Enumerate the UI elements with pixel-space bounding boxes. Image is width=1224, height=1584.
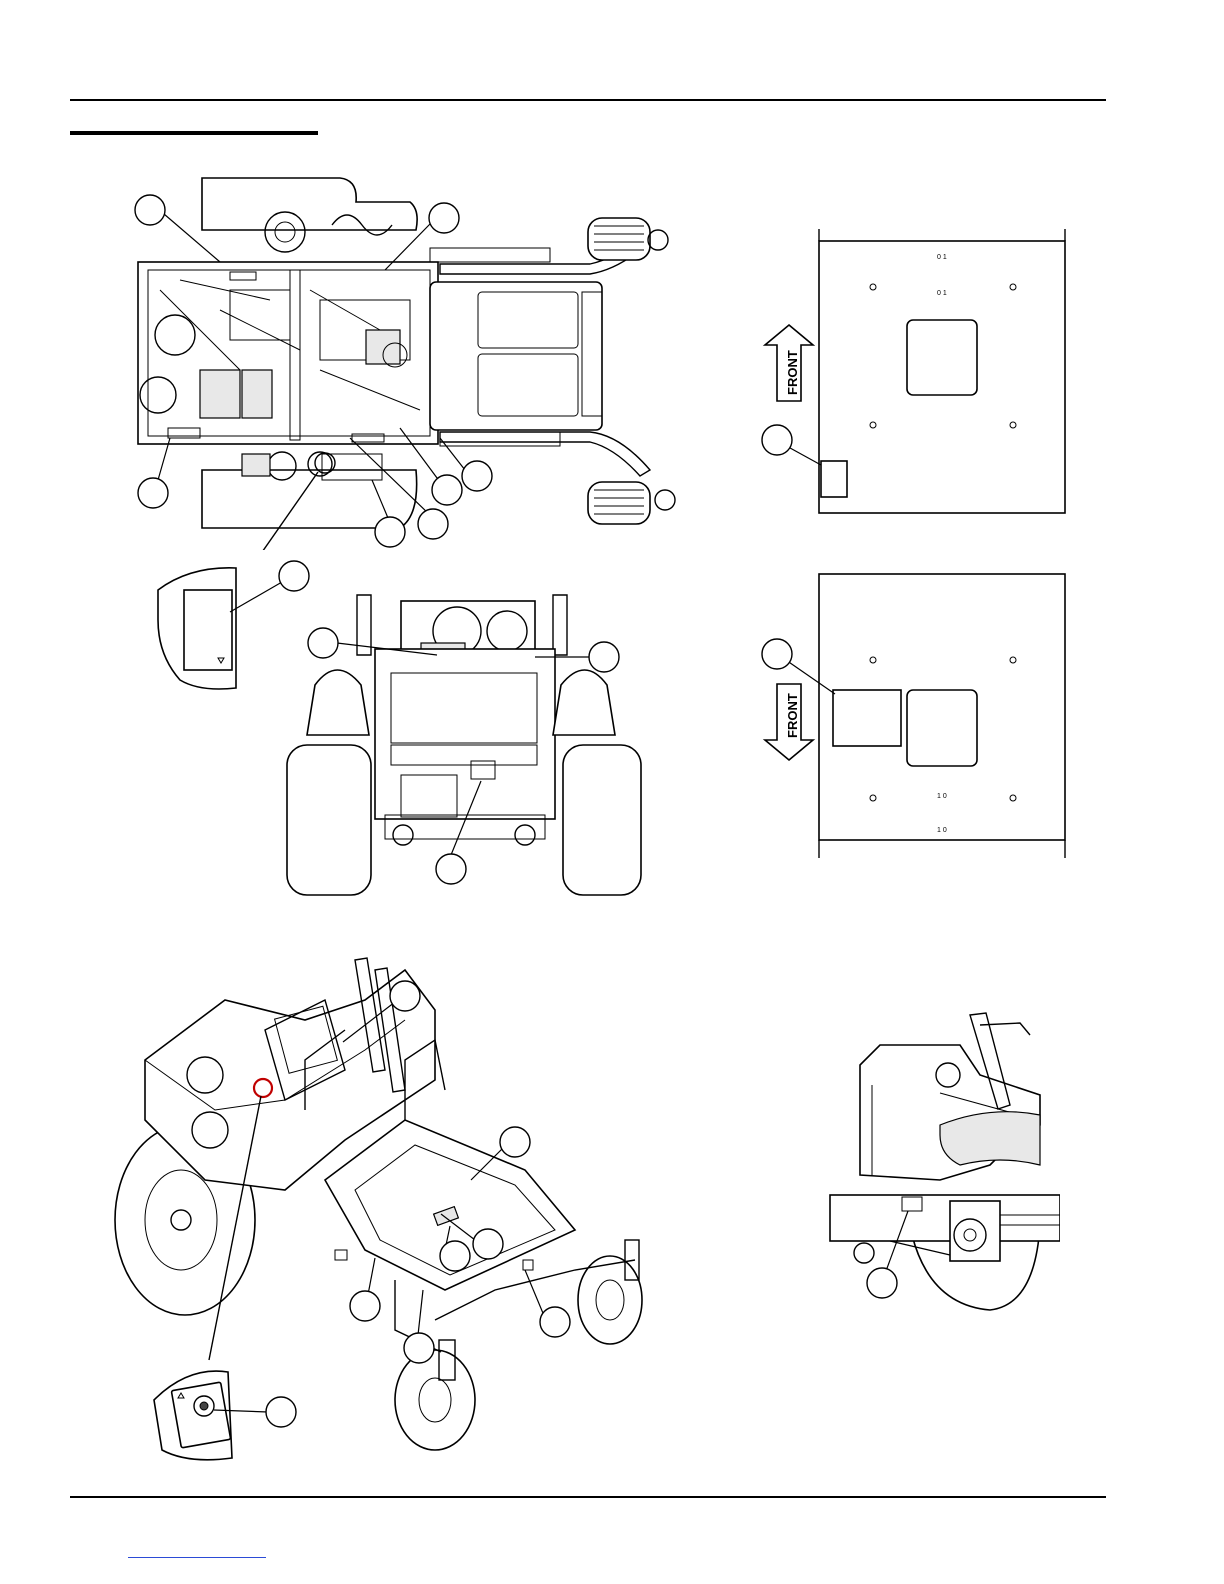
mower-rear-view-diagram: [285, 585, 645, 900]
decal-panel-bottom: 1 0 1 0 FRONT: [755, 570, 1085, 862]
bottom-panel-front-label: FRONT: [785, 693, 800, 738]
bottom-panel-mark-1: 1 0: [937, 793, 947, 800]
mower-top-view-diagram: [120, 170, 700, 550]
top-panel-mark-2: 0 1: [937, 290, 947, 297]
key-switch-detail: [148, 1360, 308, 1470]
top-panel-front-label: FRONT: [785, 350, 800, 395]
footer-link-underline[interactable]: [128, 1557, 266, 1558]
mower-side-view-diagram: [820, 1005, 1060, 1315]
header-rule: [70, 99, 1106, 101]
footer-rule: [70, 1496, 1106, 1498]
decal-panel-top: 0 1 0 1 FRONT: [755, 225, 1085, 515]
top-panel-mark-1: 0 1: [937, 254, 947, 261]
bottom-panel-mark-2: 1 0: [937, 827, 947, 834]
section-underline: [70, 131, 318, 135]
